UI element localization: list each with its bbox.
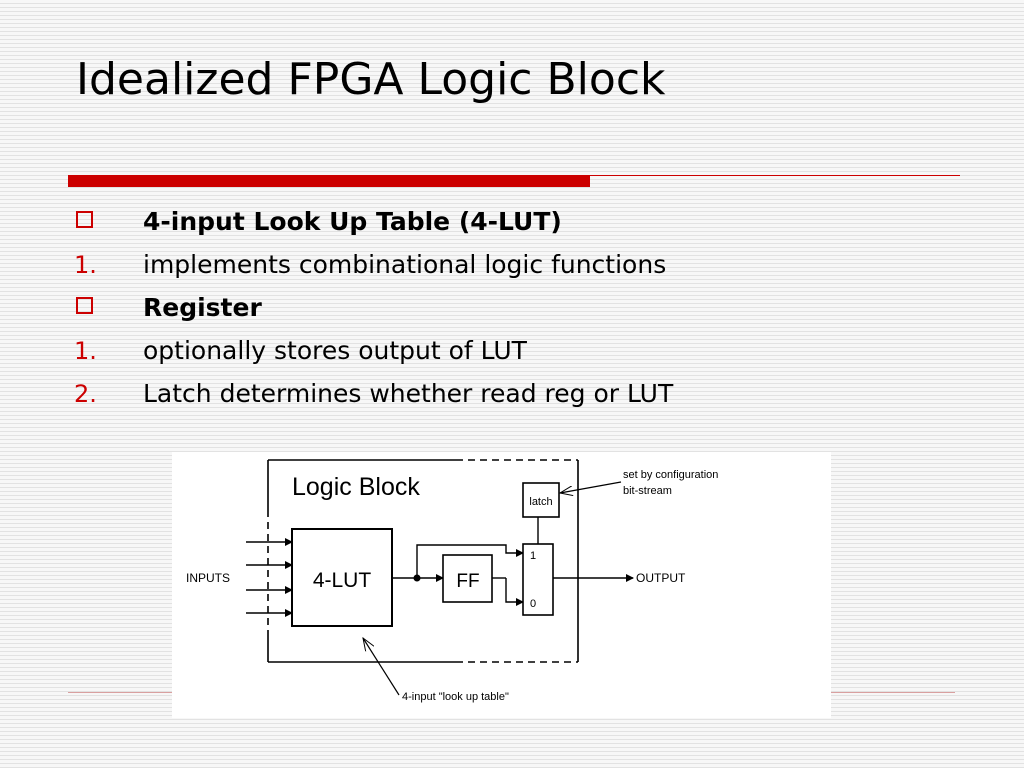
lut-pointer-arrow	[363, 638, 400, 696]
title-underline-thick	[68, 175, 590, 187]
ff-box	[442, 554, 493, 603]
square-bullet-icon	[76, 211, 93, 228]
latch-box	[522, 482, 560, 518]
config-pointer-arrow	[560, 481, 622, 493]
bullet-text: Latch determines whether read reg or LUT	[143, 379, 674, 408]
footer-rule-left	[68, 692, 172, 693]
output-label: OUTPUT	[636, 571, 686, 585]
title-underline-thin	[590, 175, 960, 176]
config-note-line2: bit-stream	[623, 485, 672, 497]
slide-title: Idealized FPGA Logic Block	[76, 54, 666, 105]
number-marker: 2.	[74, 380, 97, 408]
bullet-text: 4-input Look Up Table (4-LUT)	[143, 207, 562, 236]
footer-rule-right	[831, 692, 955, 693]
lut-note: 4-input "look up table"	[402, 691, 509, 703]
config-note-line1: set by configuration	[623, 469, 718, 481]
latch-label: latch	[529, 496, 552, 508]
junction-dot	[413, 574, 421, 582]
logic-block-diagram: Logic Block 4-LUT INPUTS FF 1 0 latch	[172, 452, 831, 718]
number-marker: 1.	[74, 251, 97, 279]
lut-label: 4-LUT	[313, 569, 372, 592]
mux-input-0-label: 0	[530, 598, 536, 610]
bullet-item: 1. implements combinational logic functi…	[0, 243, 1024, 286]
mux-box	[522, 543, 554, 616]
lut-box	[291, 528, 393, 627]
mux-input-1-label: 1	[530, 550, 536, 562]
logic-block-title: Logic Block	[292, 473, 420, 501]
logic-block-border	[267, 459, 579, 663]
bullet-text: Register	[143, 293, 262, 322]
bullet-text: optionally stores output of LUT	[143, 336, 527, 365]
bullet-item: Register	[0, 286, 1024, 329]
bullet-item: 4-input Look Up Table (4-LUT)	[0, 200, 1024, 243]
bullet-text: implements combinational logic functions	[143, 250, 667, 279]
bullet-item: 1. optionally stores output of LUT	[0, 329, 1024, 372]
square-bullet-icon	[76, 297, 93, 314]
inputs-label: INPUTS	[186, 571, 230, 585]
input-arrows	[246, 538, 293, 617]
diagram-svg: Logic Block 4-LUT INPUTS FF 1 0 latch	[186, 459, 718, 703]
ff-label: FF	[456, 571, 479, 592]
bullet-item: 2. Latch determines whether read reg or …	[0, 372, 1024, 415]
number-marker: 1.	[74, 337, 97, 365]
